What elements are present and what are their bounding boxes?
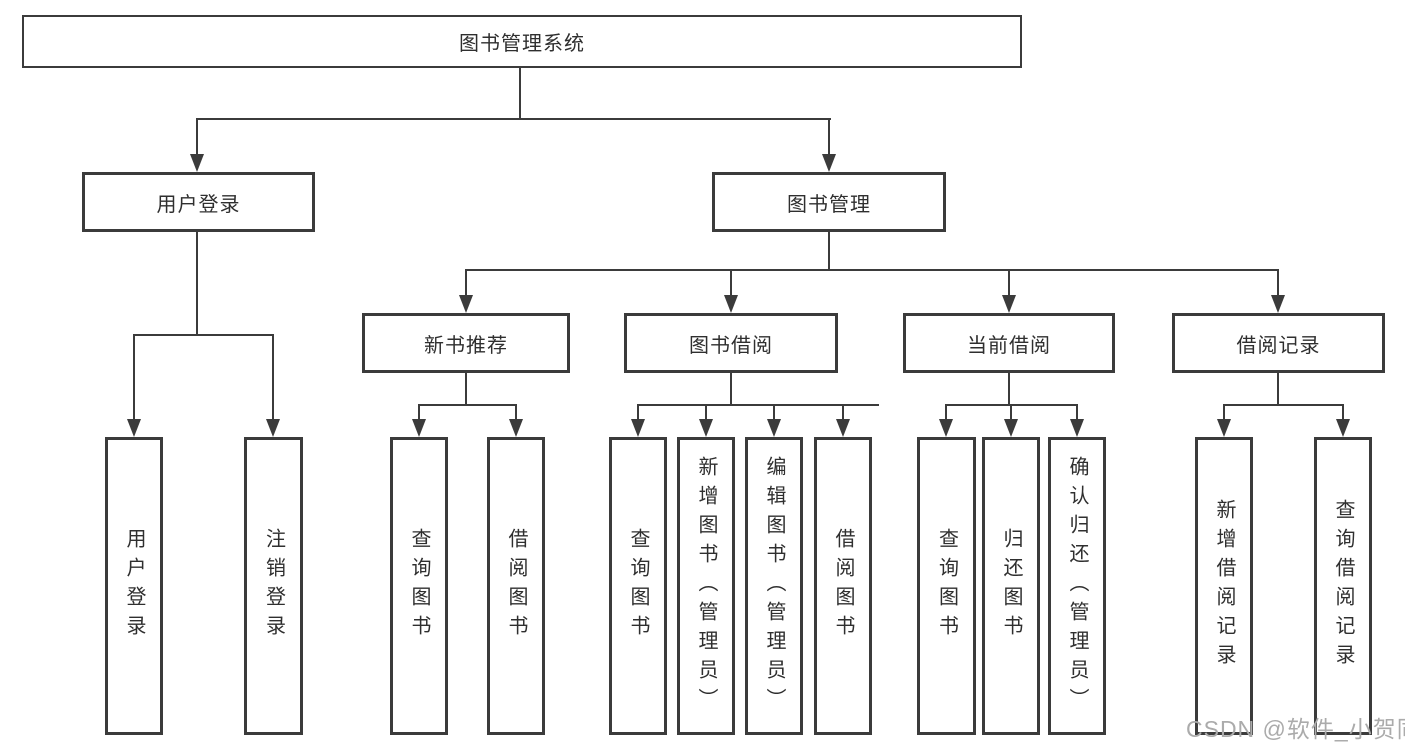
node-user-login: 用户登录 (82, 172, 315, 232)
arrow-down-icon (190, 154, 204, 172)
leaf-user-login-label: 用户登录 (123, 528, 145, 644)
connector-line (1277, 269, 1279, 296)
arrow-down-icon (836, 419, 850, 437)
connector-line (730, 370, 732, 405)
connector-line (1223, 404, 1225, 420)
node-root: 图书管理系统 (22, 15, 1022, 68)
arrow-down-icon (1004, 419, 1018, 437)
connector-line (418, 404, 420, 420)
arrow-down-icon (509, 419, 523, 437)
connector-line (272, 334, 274, 420)
arrow-down-icon (822, 154, 836, 172)
connector-line (519, 66, 521, 120)
connector-line (133, 334, 274, 336)
connector-line (1223, 404, 1344, 406)
connector-line (1008, 370, 1010, 405)
arrow-down-icon (1217, 419, 1231, 437)
connector-line (465, 269, 1279, 271)
leaf-edit-books-admin-label: 编辑图书（管理员） (763, 455, 785, 717)
leaf-confirm-return-admin-label: 确认归还（管理员） (1066, 455, 1088, 717)
connector-line (773, 404, 775, 420)
node-new-book-recommendation-label: 新书推荐 (424, 334, 508, 357)
leaf-user-login: 用户登录 (105, 437, 163, 735)
node-book-management: 图书管理 (712, 172, 946, 232)
node-root-label: 图书管理系统 (459, 33, 585, 55)
leaf-logout-label: 注销登录 (262, 528, 285, 644)
connector-line (1076, 404, 1078, 420)
connector-line (196, 118, 198, 155)
leaf-confirm-return-admin: 确认归还（管理员） (1048, 437, 1106, 735)
connector-line (133, 334, 135, 420)
watermark: CSDN @软件_小贺同学 (1186, 716, 1405, 742)
arrow-down-icon (412, 419, 426, 437)
arrow-down-icon (939, 419, 953, 437)
leaf-borrow-books-recommend-label: 借阅图书 (505, 528, 527, 644)
arrow-down-icon (1070, 419, 1084, 437)
node-current-borrowing: 当前借阅 (903, 313, 1115, 373)
leaf-add-books-admin-label: 新增图书（管理员） (695, 455, 717, 717)
arrow-down-icon (1336, 419, 1350, 437)
leaf-query-books-current: 查询图书 (917, 437, 976, 735)
arrow-down-icon (127, 419, 141, 437)
node-current-borrowing-label: 当前借阅 (967, 334, 1051, 357)
connector-line (1277, 370, 1279, 405)
node-borrowing-records-label: 借阅记录 (1236, 334, 1321, 357)
arrow-down-icon (631, 419, 645, 437)
connector-line (945, 404, 947, 420)
connector-line (637, 404, 879, 406)
leaf-return-books-label: 归还图书 (1000, 528, 1022, 644)
arrow-down-icon (459, 295, 473, 313)
connector-line (465, 370, 467, 405)
connector-line (705, 404, 707, 420)
node-user-login-label: 用户登录 (156, 193, 241, 216)
arrow-down-icon (1271, 295, 1285, 313)
leaf-borrow-books-label: 借阅图书 (832, 528, 854, 644)
leaf-query-books-recommend-label: 查询图书 (408, 528, 430, 644)
leaf-edit-books-admin: 编辑图书（管理员） (745, 437, 803, 735)
leaf-logout: 注销登录 (244, 437, 303, 735)
connector-line (637, 404, 639, 420)
leaf-add-borrow-record: 新增借阅记录 (1195, 437, 1253, 735)
leaf-borrow-books-recommend: 借阅图书 (487, 437, 545, 735)
connector-line (465, 269, 467, 296)
connector-line (1008, 269, 1010, 296)
arrow-down-icon (767, 419, 781, 437)
arrow-down-icon (724, 295, 738, 313)
connector-line (1342, 404, 1344, 420)
node-book-borrowing-label: 图书借阅 (689, 334, 773, 357)
node-borrowing-records: 借阅记录 (1172, 313, 1385, 373)
leaf-query-borrow-record: 查询借阅记录 (1314, 437, 1372, 735)
connector-line (197, 118, 831, 120)
connector-line (828, 118, 830, 155)
connector-line (1010, 404, 1012, 420)
connector-line (196, 229, 198, 335)
arrow-down-icon (266, 419, 280, 437)
leaf-query-books-borrowing-label: 查询图书 (627, 528, 649, 644)
leaf-query-books-recommend: 查询图书 (390, 437, 448, 735)
connector-line (730, 269, 732, 296)
node-new-book-recommendation: 新书推荐 (362, 313, 570, 373)
node-book-borrowing: 图书借阅 (624, 313, 838, 373)
node-book-management-label: 图书管理 (787, 193, 871, 216)
connector-line (418, 404, 517, 406)
leaf-query-borrow-record-label: 查询借阅记录 (1332, 499, 1354, 673)
leaf-add-books-admin: 新增图书（管理员） (677, 437, 735, 735)
leaf-query-books-current-label: 查询图书 (935, 528, 958, 644)
arrow-down-icon (1002, 295, 1016, 313)
connector-line (842, 404, 844, 420)
leaf-add-borrow-record-label: 新增借阅记录 (1213, 499, 1235, 673)
arrow-down-icon (699, 419, 713, 437)
leaf-query-books-borrowing: 查询图书 (609, 437, 667, 735)
leaf-borrow-books: 借阅图书 (814, 437, 872, 735)
leaf-return-books: 归还图书 (982, 437, 1040, 735)
connector-line (515, 404, 517, 420)
connector-line (828, 229, 830, 271)
